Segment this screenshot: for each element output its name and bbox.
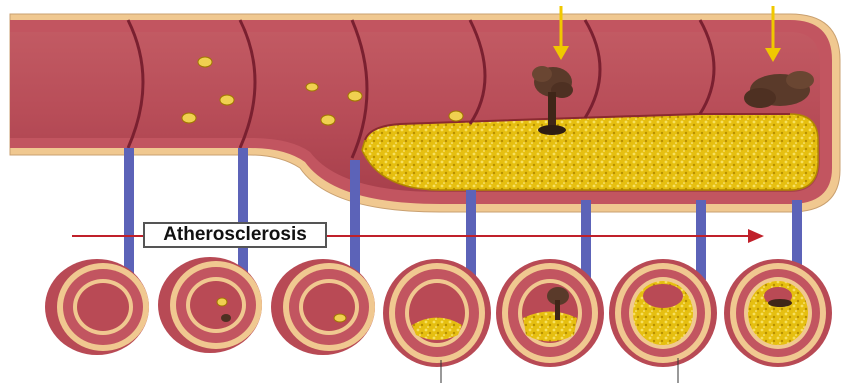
process-label: Atherosclerosis: [143, 222, 327, 248]
cross-section-4: [383, 259, 491, 383]
cross-section-2: [158, 257, 262, 353]
cross-section-5: [496, 259, 604, 367]
cross-section-3: [271, 259, 375, 355]
tube-plaque: [362, 114, 818, 190]
cross-section-6: [609, 259, 717, 383]
cross-section-7: [724, 259, 832, 367]
cross-section-1: [45, 259, 149, 355]
